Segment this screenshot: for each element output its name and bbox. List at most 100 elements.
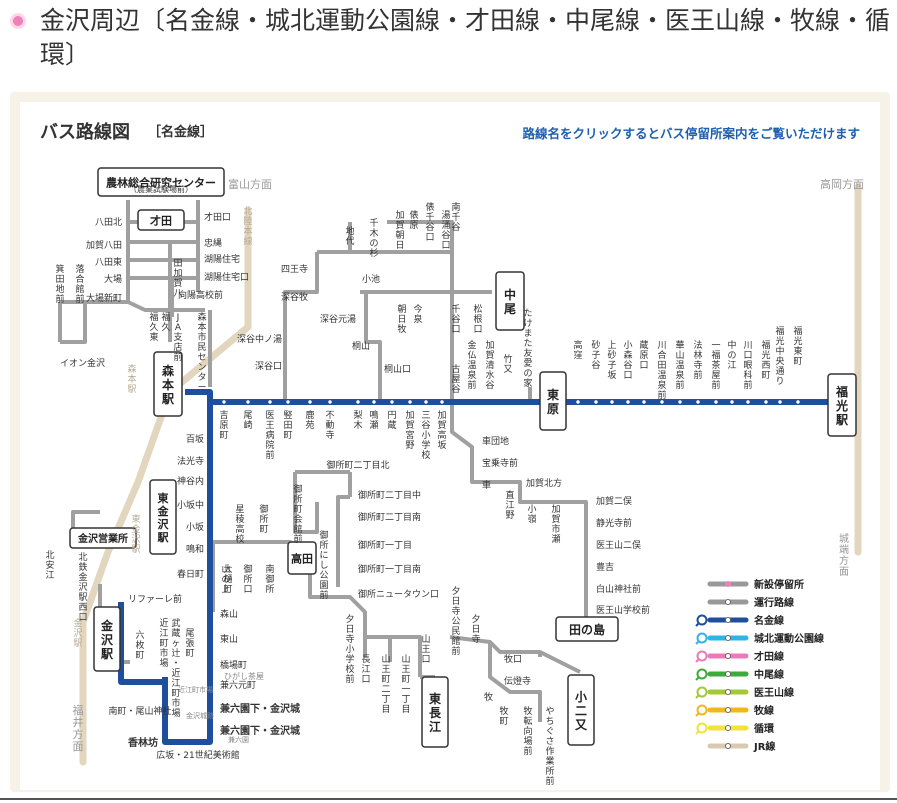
magnifier-icon — [696, 686, 708, 698]
stop-gosho2kita: 御所町二丁目北 — [326, 459, 389, 471]
legend-item-8[interactable]: 循環 — [695, 722, 775, 735]
hub-eigyosho[interactable]: 金沢営業所 — [69, 527, 137, 549]
stop-dot-icon — [725, 725, 731, 731]
stop-kaga-futamata: 加賀二俣 — [596, 495, 632, 507]
legend-item-7[interactable]: 牧線 — [695, 704, 774, 717]
hub-nakao[interactable]: 中尾 — [495, 271, 525, 331]
stop-gosho-kaikan: 御所町会館前 — [293, 483, 302, 545]
stop-gosho1: 御所町一丁目 — [358, 539, 412, 551]
kitayasue-label: 北安江 — [45, 550, 54, 581]
stop-dot-icon — [725, 689, 731, 695]
legend-label: 循環 — [754, 722, 775, 735]
stop-imaizumi: 今泉 — [413, 303, 422, 325]
stop-kurumadanchi: 車団地 — [482, 435, 509, 447]
direction-fukui: 福井方面 — [73, 703, 84, 753]
stop-seiryo-koko: 星稜高校 — [235, 504, 244, 545]
hub-saida[interactable]: 才田 — [137, 209, 185, 231]
legend-item-3[interactable]: 城北運動公園線 — [695, 632, 824, 645]
stop-kuruma: 車 — [482, 479, 491, 491]
legend-item-9[interactable]: JR線 — [707, 740, 775, 753]
legend-item-5[interactable]: 中尾線 — [695, 668, 784, 681]
stop-dot-icon — [725, 671, 731, 677]
map-card: 農林総合研究センター才田中尾森本駅 東原 福光駅東金沢駅金沢駅 高田田の島東長江 小二又… — [10, 92, 890, 792]
legend-label: 城北運動公園線 — [754, 632, 824, 645]
map-title: バス路線図 — [40, 121, 130, 143]
legend-label: 運行路線 — [754, 596, 794, 609]
stop-goshonishi-koen: 御所にし公園前 — [319, 529, 328, 601]
stop-sanno2: 山王町二丁目 — [381, 654, 390, 715]
stop-dentoji: 伝燈寺 — [504, 675, 531, 687]
stop-east-2: 上砂子坂 — [607, 340, 616, 381]
stop-gosho-newtown: 御所ニュータウン口 — [358, 588, 439, 600]
hub-morimoto[interactable]: 森本駅 — [153, 351, 183, 417]
stop-east-4: 蔵原口 — [639, 339, 648, 371]
magnifier-icon — [696, 668, 708, 680]
hub-tanoshima[interactable]: 田の島 — [555, 616, 619, 642]
stop-moriyama: 東山 — [220, 633, 238, 645]
stop-kenrokumotomachi: 兼六園下・金沢城 — [220, 702, 300, 715]
stop-nagaeguchi: 長江口 — [361, 654, 370, 685]
pink-bullet-icon — [10, 13, 26, 29]
hub-higashikanazawa[interactable]: 東金沢駅 — [149, 479, 177, 555]
route-map: 農林総合研究センター才田中尾森本駅 東原 福光駅東金沢駅金沢駅 高田田の島東長江 小二又… — [20, 102, 880, 790]
stop-iozan-gakko: 医王山学校前 — [596, 604, 650, 616]
stop-yuhidera-shogakko: 夕日寺小学校前 — [345, 613, 354, 685]
stop-matsuneguchi: 松根口 — [473, 303, 482, 335]
stop-trunk-4: 鹿苑 — [305, 409, 314, 431]
stop-east-3: 小森谷口 — [623, 340, 632, 381]
legend-item-6[interactable]: 医王山線 — [695, 686, 794, 699]
hub-kanazawa[interactable]: 金沢駅 — [93, 606, 121, 672]
stop-yuhidera: 夕日寺 — [471, 613, 480, 645]
stop-dot — [327, 399, 333, 405]
stop-trunk-7: 鳴瀬 — [369, 409, 378, 431]
landmark-kanazawajo: 金沢城跡 — [186, 711, 214, 720]
stop-chiyaguchi: 千谷口 — [451, 304, 460, 335]
stop-hattakita: 八田北 — [95, 217, 122, 228]
jr-hokuriku-line — [79, 206, 252, 676]
hub-fukumitsu[interactable]: 福光駅 — [827, 373, 857, 437]
stop-kaga-shimizudani: 加賀清水谷 — [485, 340, 494, 391]
direction-johana: 城端方面 — [839, 533, 849, 578]
stop-iozan-futamata: 医王山二俣 — [596, 539, 641, 551]
stop-makiguchi: 牧口 — [504, 653, 522, 665]
hub-saida-label: 才田 — [150, 214, 172, 228]
map-instruction: 路線名をクリックするとバス停留所案内をご覧いただけます — [522, 126, 860, 141]
stop-south-1: 法光寺 — [177, 455, 204, 467]
hub-takada-label: 高田 — [291, 552, 313, 566]
legend-item-4[interactable]: 才田線 — [695, 650, 784, 663]
stop-south-5: 鳴和 — [186, 543, 204, 555]
landmark-higashichaya: ひがし茶屋 — [224, 671, 264, 681]
stop-east-9: 中の江 — [727, 339, 736, 371]
stop-dot — [285, 399, 291, 405]
stop-kenrokuenshita: 兼六園下・金沢城 — [220, 724, 300, 737]
stop-yachigusa: やちぐさ作業所前 — [545, 706, 554, 787]
stop-koyojutaku: 湖陽住宅 — [204, 253, 240, 265]
hub-konimata[interactable]: 小二又 — [567, 674, 595, 746]
stop-dot — [641, 399, 647, 405]
stop-morimoto-shimin: 森本市民センター — [197, 311, 206, 393]
stop-minamichiya: 南千谷 — [451, 201, 460, 233]
hub-fukumitsu-label: 福光駅 — [835, 384, 849, 427]
legend-item-1: 運行路線 — [707, 596, 794, 609]
stop-tawarahara: 俵原 — [409, 209, 418, 231]
stop-dot — [439, 399, 445, 405]
stop-yuwakuyaguchi: 湯涌谷口 — [441, 210, 450, 251]
stop-komine: 小嶺 — [527, 504, 536, 525]
legend-label: 牧線 — [754, 704, 774, 717]
hub-higashihara[interactable]: 東原 — [539, 371, 567, 431]
legend-item-2[interactable]: 名金線 — [695, 614, 784, 627]
hub-nakao-label: 中尾 — [504, 287, 516, 316]
hub-noringo[interactable]: 農林総合研究センター — [97, 167, 225, 197]
hub-higashikanazawa-label: 東金沢駅 — [157, 491, 170, 544]
jr-kanazawa-label: 金沢駅 — [73, 617, 82, 649]
stop-hattahigashi: 八田東 — [95, 256, 122, 268]
hub-takada[interactable]: 高田 — [287, 541, 317, 575]
stop-trunk-1: 尾崎 — [243, 410, 252, 431]
stop-dot-icon — [725, 599, 731, 605]
map-subtitle: ［名金線］ — [148, 124, 213, 140]
stop-fukayamaki: 深谷牧 — [281, 291, 308, 303]
hub-higashinagae[interactable]: 東長江 — [421, 676, 449, 748]
stop-gosho2minami: 御所町二丁目南 — [358, 511, 421, 523]
hub-tanoshima-label: 田の島 — [569, 622, 605, 637]
stop-makimachi: 牧町 — [499, 705, 508, 727]
